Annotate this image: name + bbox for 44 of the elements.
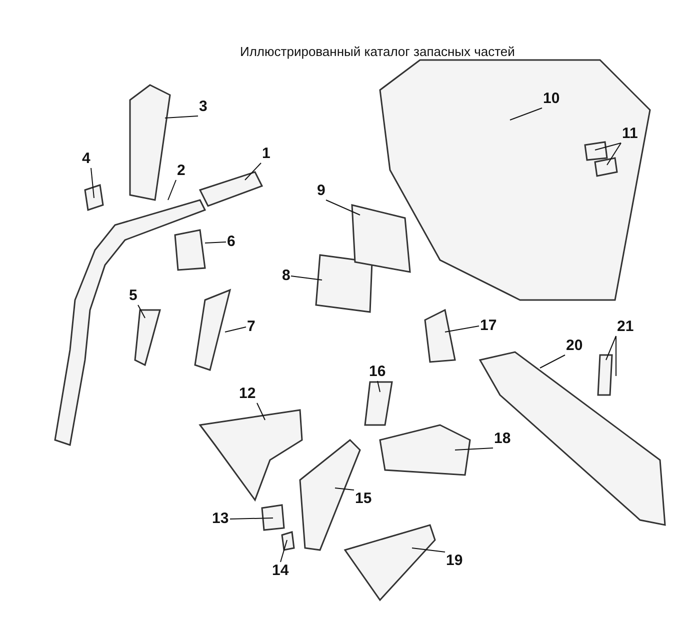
callout-number: 19: [446, 553, 463, 569]
leader-line: [204, 242, 226, 244]
callout-number: 9: [317, 183, 326, 199]
callout-number: 3: [199, 99, 208, 115]
callout-number: 8: [282, 268, 290, 284]
leader-line: [454, 448, 494, 450]
callout-number: 1: [262, 146, 270, 162]
callout-number: 17: [480, 318, 497, 334]
leader-line: [412, 548, 446, 552]
leader-line: [606, 142, 622, 166]
leader-line: [290, 276, 322, 280]
leader-line: [444, 326, 480, 332]
callout-number: 18: [494, 431, 511, 447]
leader-line: [230, 518, 274, 520]
leader-line: [244, 162, 262, 180]
callout-number: 21: [617, 319, 634, 335]
catalog-title: Иллюстрированный каталог запасных частей: [240, 44, 515, 59]
callout-number: 2: [177, 163, 186, 179]
callout-number: 12: [239, 386, 256, 402]
callout-number: 4: [82, 151, 90, 167]
leader-line: [164, 116, 198, 118]
callout-number: 14: [272, 563, 289, 579]
callout-number: 5: [129, 288, 138, 304]
leader-line: [90, 168, 94, 198]
callout-number: 16: [369, 364, 386, 380]
callout-number: 7: [247, 319, 256, 335]
leader-line: [594, 142, 622, 150]
leader-line: [256, 402, 266, 420]
leader-line: [138, 304, 146, 318]
callout-number: 20: [566, 338, 583, 354]
callout-number: 11: [622, 126, 638, 142]
leader-line: [168, 180, 176, 200]
leader-line: [326, 200, 360, 216]
callout-number: 13: [212, 511, 229, 527]
leader-line: [606, 336, 616, 360]
leader-line: [540, 354, 566, 368]
leader-line: [510, 108, 542, 120]
callout-number: 6: [227, 234, 236, 250]
callout-number: 10: [543, 91, 560, 107]
leader-line: [280, 540, 288, 562]
callout-number: 15: [355, 491, 372, 507]
leader-line: [377, 380, 380, 392]
leader-line: [224, 326, 246, 332]
leader-line: [334, 488, 354, 490]
